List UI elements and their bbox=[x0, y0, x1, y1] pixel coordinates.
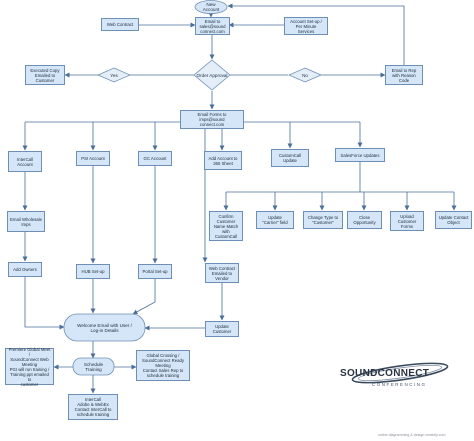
add-owners-box: Add Owners bbox=[8, 262, 42, 277]
connector-rep-loop bbox=[227, 3, 405, 65]
order-approval-diamond bbox=[193, 59, 231, 91]
soundconnect-logo-subtext: CONFERENCING bbox=[372, 382, 427, 387]
close-opportunity-box: Close Opportunity bbox=[347, 211, 382, 229]
start-node-shape bbox=[194, 0, 228, 14]
add-365-box: Add Account to 365 Sheet bbox=[204, 151, 242, 170]
soundconnect-logo-swoosh bbox=[351, 362, 449, 384]
confirm-customer-box: Confirm Customer Name Match with CustomC… bbox=[209, 211, 243, 241]
email-sales-box: Email to sales@sound connect.com bbox=[195, 17, 230, 35]
welcome-email-pill-shape bbox=[63, 313, 146, 342]
no-diamond bbox=[288, 67, 322, 83]
yes-diamond bbox=[97, 67, 131, 83]
psi-account-box: PSI Account bbox=[76, 151, 110, 166]
email-rep-box: Email to Rep with Reason Code bbox=[385, 65, 423, 85]
connector-portal-welcome bbox=[132, 279, 156, 315]
gc-account-box: GC Account bbox=[138, 151, 172, 166]
creately-credit: online diagramming & design creately.com bbox=[378, 433, 446, 437]
global-crossing-box: Global Crossing / SoundConnect Ready Mee… bbox=[136, 350, 190, 381]
upload-form-box: Upload Customer Forms bbox=[390, 211, 424, 231]
web-contract-vendor-box: Web Contract Emailed to Vendor bbox=[205, 263, 239, 283]
update-carrier-box: Update "Carrier" field bbox=[256, 211, 294, 229]
intercall-final-box: InterCall Adobe & WebEx Contact InterCal… bbox=[68, 394, 118, 420]
hub-setup-box: HUB Set-up bbox=[76, 264, 110, 279]
intercall-account-box: InterCall Account bbox=[8, 151, 42, 172]
schedule-training-pill-shape bbox=[72, 357, 115, 376]
premiere-global-box: Premiere Global Meet / SoundConnect Web … bbox=[5, 347, 54, 387]
web-contract-box: Web Contract bbox=[101, 18, 139, 31]
executed-copy-box: Executed Copy Emailed to Customer bbox=[25, 65, 65, 85]
email-forms-box: Email Forms to imps@sound connect.com bbox=[180, 110, 244, 129]
portal-setup-box: Portal Set-up bbox=[138, 264, 172, 279]
customcall-update-box: CustomCall Update bbox=[271, 149, 309, 167]
connector-owners-welcome bbox=[24, 277, 65, 330]
salesforce-updates-box: SalesForce Updates bbox=[335, 148, 385, 162]
soundconnect-logo-text: SOUNDCONNECT bbox=[340, 368, 430, 379]
email-wholesale-box: Email Wholesale Imps bbox=[7, 211, 45, 232]
account-setup-box: Account Set-up / Per Minute Services bbox=[284, 17, 328, 35]
change-type-box: Change Type to "Customer" bbox=[303, 211, 343, 229]
update-contact-box: Update Contact Object bbox=[435, 211, 472, 229]
update-customer-box: Update Customer bbox=[205, 321, 239, 337]
